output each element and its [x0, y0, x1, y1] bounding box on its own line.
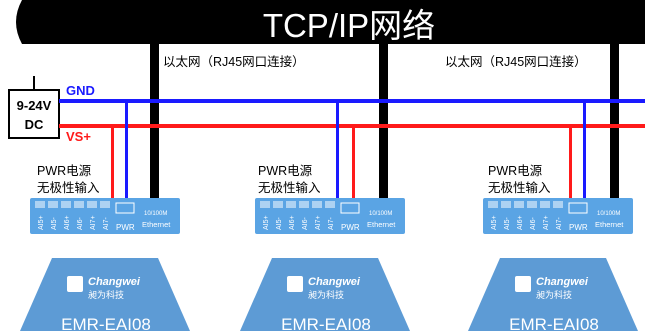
- pin-label: AI5-: [504, 216, 511, 230]
- speed-label: 10/100M: [597, 211, 620, 217]
- device-1-gnd-drop: [125, 101, 128, 198]
- device-3-gnd-drop: [583, 101, 586, 198]
- ethernet-cable-3: [610, 44, 619, 198]
- gnd-label: GND: [66, 83, 95, 98]
- terminal-strip-1: AI5+ AI5- AI6+ AI6- AI7+ AI7- PWR 10/100M Ethern…: [30, 198, 180, 234]
- pin-label: AI5-: [276, 216, 283, 230]
- power-supply-voltage: 9-24V: [17, 98, 52, 113]
- pin-screw: [48, 201, 58, 208]
- power-note-1-line2: 无极性输入: [37, 180, 100, 195]
- pwr-port: [115, 202, 135, 214]
- pin-screw: [61, 201, 71, 208]
- ethernet-label-2: 以太网（RJ45网口连接）: [445, 54, 587, 69]
- pin-label: AI5+: [263, 215, 270, 230]
- pin-label: AI5+: [38, 215, 45, 230]
- pin-label: AI7-: [556, 216, 563, 230]
- pin-label: AI6-: [302, 216, 309, 230]
- pin-label: AI6+: [289, 215, 296, 230]
- pwr-port: [568, 202, 588, 214]
- device-1-vs-drop: [111, 126, 114, 198]
- pin-label: AI7+: [543, 215, 550, 230]
- pin-screw: [514, 201, 524, 208]
- device-body: [468, 258, 638, 331]
- ethernet-label-1: 以太网（RJ45网口连接）: [163, 54, 305, 69]
- ethernet-cable-2: [379, 44, 388, 198]
- pin-label: AI5-: [51, 216, 58, 230]
- pin-label: AI6-: [530, 216, 537, 230]
- power-note-1-line1: PWR电源: [37, 164, 92, 178]
- device-bodies: Changwei昶为科技EMR-EAI08Changwei昶为科技EMR-EAI…: [20, 258, 638, 331]
- pin-screw: [100, 201, 110, 208]
- brand-logo-icon: [67, 276, 83, 292]
- pin-screw: [87, 201, 97, 208]
- pwr-port: [340, 202, 360, 214]
- pin-screw: [35, 201, 45, 208]
- speed-label: 10/100M: [369, 211, 392, 217]
- brand-logo-icon: [515, 276, 531, 292]
- pin-screw: [260, 201, 270, 208]
- gnd-bus: [59, 99, 645, 103]
- device-2-gnd-drop: [336, 101, 339, 198]
- terminal-strips: AI5+ AI5- AI6+ AI6- AI7+ AI7- PWR 10/100M Ethern…: [30, 198, 633, 234]
- pin-screw: [273, 201, 283, 208]
- ethernet-label: Ethernet: [367, 220, 396, 229]
- pin-screw: [312, 201, 322, 208]
- device-brand-cn: 昶为科技: [536, 289, 572, 300]
- pin-label: AI7-: [328, 216, 335, 230]
- power-note-2-line2: 无极性输入: [258, 180, 321, 195]
- power-note-3-line2: 无极性输入: [488, 180, 551, 195]
- pin-label: AI7+: [90, 215, 97, 230]
- pin-label: AI6+: [64, 215, 71, 230]
- device-2-vs-drop: [352, 126, 355, 198]
- device-model: EMR-EAI08: [281, 315, 371, 331]
- pin-screw: [553, 201, 563, 208]
- device-model: EMR-EAI08: [61, 315, 151, 331]
- pin-screw: [286, 201, 296, 208]
- network-title: TCP/IP网络: [263, 7, 435, 44]
- pin-screw: [488, 201, 498, 208]
- pin-label: AI7-: [103, 216, 110, 230]
- power-supply-type: DC: [25, 117, 44, 132]
- pin-label: AI6+: [517, 215, 524, 230]
- device-3-vs-drop: [569, 126, 572, 198]
- ethernet-label: Ethernet: [595, 220, 624, 229]
- pin-label: AI7+: [315, 215, 322, 230]
- ethernet-cable-1: [150, 44, 159, 198]
- network-bar: [16, 0, 645, 44]
- device-brand-cn: 昶为科技: [308, 289, 344, 300]
- device-model: EMR-EAI08: [509, 315, 599, 331]
- device-body: [20, 258, 190, 331]
- pin-screw: [325, 201, 335, 208]
- terminal-strip-3: AI5+ AI5- AI6+ AI6- AI7+ AI7- PWR 10/100M Ethern…: [483, 198, 633, 234]
- power-note-2-line1: PWR电源: [258, 164, 313, 178]
- device-brand: Changwei: [308, 276, 361, 288]
- pin-label: AI5+: [491, 215, 498, 230]
- pwr-label: PWR: [116, 223, 135, 232]
- device-brand: Changwei: [88, 276, 141, 288]
- device-brand: Changwei: [536, 276, 589, 288]
- pwr-label: PWR: [569, 223, 588, 232]
- pin-screw: [299, 201, 309, 208]
- pwr-label: PWR: [341, 223, 360, 232]
- speed-label: 10/100M: [144, 211, 167, 217]
- ethernet-label: Ethernet: [142, 220, 171, 229]
- brand-logo-icon: [287, 276, 303, 292]
- power-note-3-line1: PWR电源: [488, 164, 543, 178]
- terminal-strip-2: AI5+ AI5- AI6+ AI6- AI7+ AI7- PWR 10/100M Ethern…: [255, 198, 405, 234]
- device-brand-cn: 昶为科技: [88, 289, 124, 300]
- pin-label: AI6-: [77, 216, 84, 230]
- pin-screw: [527, 201, 537, 208]
- pin-screw: [74, 201, 84, 208]
- pin-screw: [501, 201, 511, 208]
- pin-screw: [540, 201, 550, 208]
- vs-label: VS+: [66, 129, 91, 144]
- device-body: [240, 258, 410, 331]
